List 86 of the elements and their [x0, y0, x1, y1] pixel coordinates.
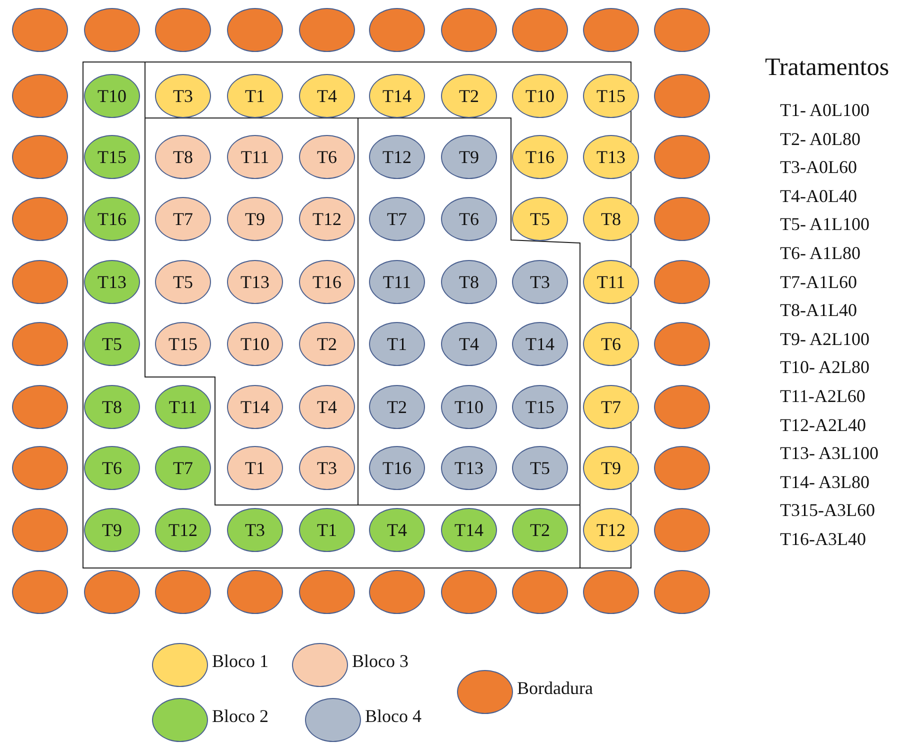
- plot-circle: T12: [369, 135, 425, 179]
- treatment-label: T10- A2L80: [780, 357, 870, 378]
- legend-label: Bloco 1: [212, 651, 268, 672]
- plot-circle: T8: [84, 385, 140, 429]
- plot-circle: T8: [155, 135, 211, 179]
- treatment-label: T6- A1L80: [780, 243, 860, 264]
- plot-circle: T1: [299, 508, 355, 552]
- plot-circle: T2: [441, 74, 497, 118]
- treatment-label: T4-A0L40: [780, 186, 857, 207]
- treatment-label: T12-A2L40: [780, 414, 866, 436]
- plot-circle: T1: [369, 322, 425, 366]
- plot-circle: T7: [155, 197, 211, 241]
- plot-circle: T8: [583, 197, 639, 241]
- plot-circle: T16: [84, 197, 140, 241]
- treatment-label: T13- A3L100: [780, 443, 878, 464]
- plot-circle: T9: [441, 135, 497, 179]
- plot-circle: T3: [227, 508, 283, 552]
- treatment-label: T14- A3L80: [780, 472, 870, 493]
- plot-circle: T13: [583, 135, 639, 179]
- plot-circle: T10: [84, 74, 140, 118]
- plot-circle: T15: [155, 322, 211, 366]
- plot-circle: T1: [227, 446, 283, 490]
- plot-circle: T7: [369, 197, 425, 241]
- plot-circle: T5: [155, 260, 211, 304]
- plot-circle: T11: [227, 135, 283, 179]
- plot-circle: T15: [84, 135, 140, 179]
- plot-circle: T3: [512, 260, 568, 304]
- legend-label: Bloco 3: [352, 651, 408, 672]
- plot-circle: T10: [441, 385, 497, 429]
- plot-circle: T4: [299, 74, 355, 118]
- legend-label: Bloco 2: [212, 706, 268, 727]
- treatment-label: T2- A0L80: [780, 128, 860, 150]
- treatment-label: T5- A1L100: [780, 214, 870, 236]
- plot-circle: T2: [299, 322, 355, 366]
- plot-circle: T11: [583, 260, 639, 304]
- plot-circle: T14: [227, 385, 283, 429]
- treatment-label: T11-A2L60: [780, 386, 866, 407]
- plot-circle: T14: [441, 508, 497, 552]
- plot-circle: T16: [512, 135, 568, 179]
- plot-circle: T12: [155, 508, 211, 552]
- plot-circle: T16: [299, 260, 355, 304]
- plot-circle: T14: [369, 74, 425, 118]
- plot-circle: T6: [84, 446, 140, 490]
- plot-circle: T13: [84, 260, 140, 304]
- plot-circle: T10: [227, 322, 283, 366]
- treatment-label: T3-A0L60: [780, 157, 857, 178]
- plot-circle: T4: [369, 508, 425, 552]
- plot-circle: T5: [512, 197, 568, 241]
- legend-label: Bordadura: [517, 678, 593, 699]
- plot-circle: T3: [155, 74, 211, 118]
- plot-circle: T4: [441, 322, 497, 366]
- plot-circle: T6: [299, 135, 355, 179]
- treatment-label: T7-A1L60: [780, 272, 857, 293]
- treatment-label: T9- A2L100: [780, 328, 870, 350]
- plot-circle: T9: [227, 197, 283, 241]
- plot-circle: T5: [512, 446, 568, 490]
- plot-circle: T5: [84, 322, 140, 366]
- plot-circle: T7: [583, 385, 639, 429]
- plot-circle: T6: [583, 322, 639, 366]
- plot-circle: T9: [583, 446, 639, 490]
- plot-circle: T3: [299, 446, 355, 490]
- plot-circle: T6: [441, 197, 497, 241]
- treatment-label: T1- A0L100: [780, 100, 870, 121]
- plot-circle: T2: [512, 508, 568, 552]
- plot-circle: T16: [369, 446, 425, 490]
- plot-circle: T13: [441, 446, 497, 490]
- plot-circle: T12: [583, 508, 639, 552]
- plot-circle: T1: [227, 74, 283, 118]
- plot-circle: T11: [155, 385, 211, 429]
- plot-circle: T10: [512, 74, 568, 118]
- plot-circle: T4: [299, 385, 355, 429]
- plot-circle: T11: [369, 260, 425, 304]
- plot-circle: T8: [441, 260, 497, 304]
- plot-circle: T15: [512, 385, 568, 429]
- plot-circle: T15: [583, 74, 639, 118]
- treatment-label: T315-A3L60: [780, 500, 875, 522]
- plot-circle: T2: [369, 385, 425, 429]
- list-heading: Tratamentos: [765, 54, 890, 82]
- plot-circle: T14: [512, 322, 568, 366]
- plot-circle: T13: [227, 260, 283, 304]
- plot-circle: T7: [155, 446, 211, 490]
- plot-circle: T9: [84, 508, 140, 552]
- treatment-label: T16-A3L40: [780, 529, 866, 550]
- legend-label: Bloco 4: [365, 706, 422, 727]
- treatment-label: T8-A1L40: [780, 300, 857, 322]
- plot-circle: T12: [299, 197, 355, 241]
